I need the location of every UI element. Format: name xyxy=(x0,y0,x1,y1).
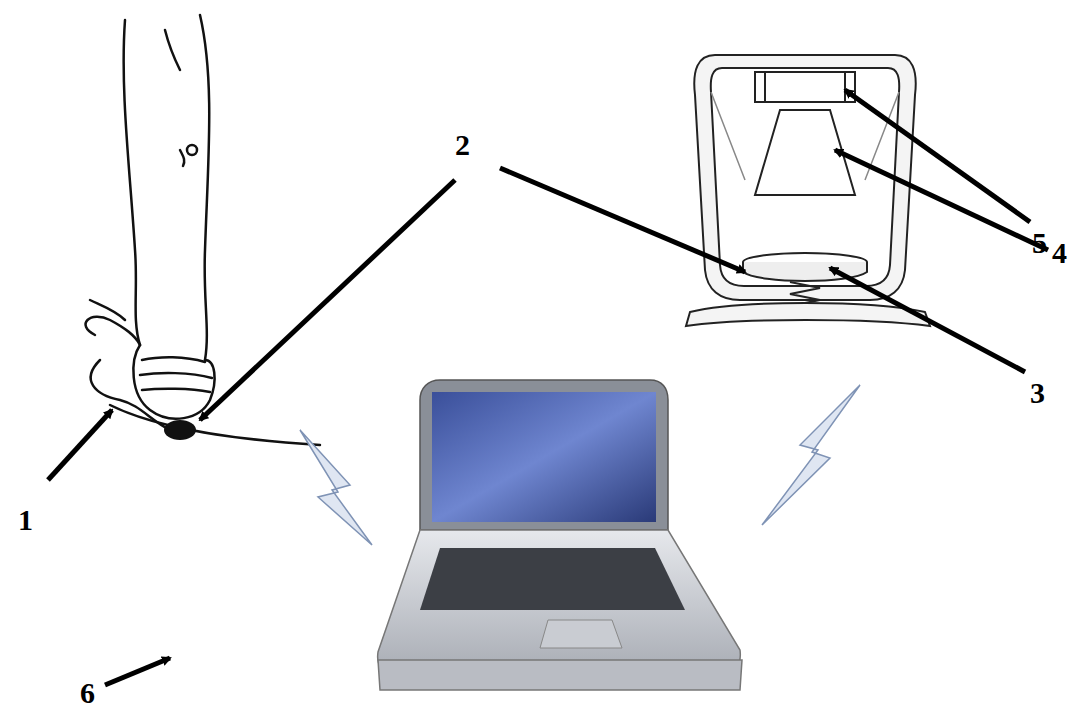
hand-sketch xyxy=(86,15,320,445)
measuring-device xyxy=(686,55,930,326)
laptop xyxy=(378,380,742,690)
callout-number: 1 xyxy=(18,505,33,535)
sensor-tip xyxy=(164,420,196,440)
callout-number: 4 xyxy=(1052,238,1067,268)
wireless-bolt xyxy=(762,385,860,525)
leader-arrows xyxy=(48,90,1048,685)
callout-number: 5 xyxy=(1032,228,1047,258)
wireless-bolt xyxy=(300,430,372,545)
callout-number: 6 xyxy=(80,678,95,708)
callout-number: 2 xyxy=(455,130,470,160)
callout-number: 3 xyxy=(1030,378,1045,408)
